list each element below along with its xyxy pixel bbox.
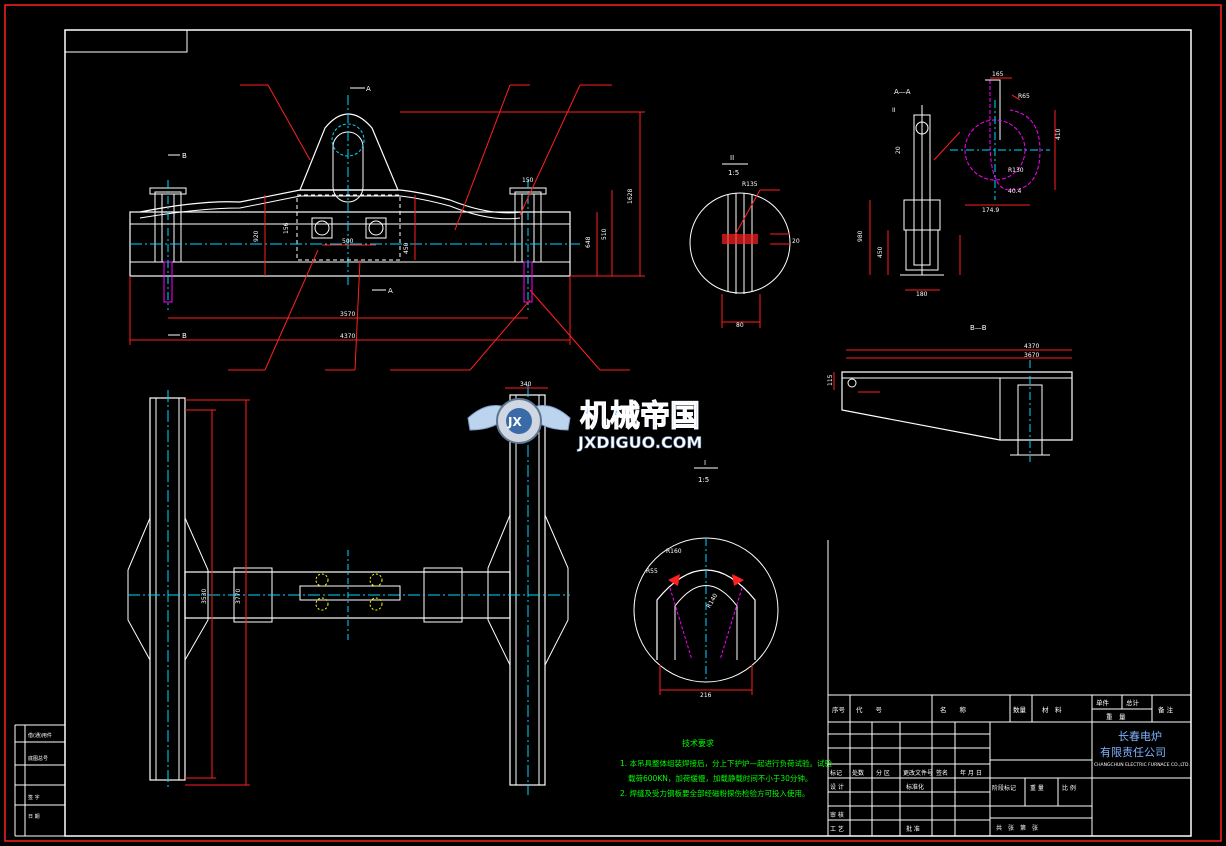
detail-i-scale: 1:5 (698, 476, 709, 484)
dim-156: 156 (283, 222, 290, 234)
drawing-frame (64, 29, 1192, 837)
tb-r-sheets: 共 张 第 张 (996, 824, 1038, 832)
dim-r135: R135 (742, 181, 758, 188)
tb-r-approve: 批 准 (906, 825, 920, 833)
logo-letters: JX (507, 415, 522, 429)
side-block: 借(通)用件 底图总号 签 字 日 期 (14, 724, 65, 837)
tb-r-process: 工 艺 (830, 825, 844, 833)
company-name-cn-1: 长春电炉 (1118, 730, 1162, 743)
corner-code-box (64, 29, 188, 53)
watermark-url: JXDIGUO.COM (577, 433, 702, 452)
dim-115: 115 (827, 374, 834, 386)
tb-r-count: 处数 (852, 769, 864, 777)
dim-r130: R130 (1008, 167, 1024, 174)
detail-ii-label: II (730, 154, 734, 162)
watermark-brand-cn: 机械帝国 (580, 399, 700, 434)
dim-aa-20: 20 (895, 146, 902, 154)
tb-r-standard: 标准化 (906, 783, 924, 791)
dim-165: 165 (992, 71, 1004, 78)
tb-h-weight: 重 量 (1106, 713, 1126, 721)
dim-920: 920 (253, 230, 260, 242)
section-mark-b-bottom: B (182, 332, 187, 340)
dim-aa-450: 450 (877, 246, 884, 258)
front-elevation-view: A A B B 3570 4370 1628 510 648 450 500 9… (129, 84, 645, 371)
dim-648: 648 (585, 236, 592, 248)
section-aa-view: A—A II 980 450 180 20 R65 R130 165 410 1… (857, 71, 1062, 298)
tb-h-total: 总计 (1126, 698, 1140, 707)
tb-h-qty: 数量 (1013, 705, 1027, 714)
tb-r-weight: 重 量 (1030, 784, 1044, 792)
title-block: 序号 代 号 名 称 数量 材 料 单件 总计 重 量 备 注 长春电炉 有限责… (827, 540, 1192, 837)
tb-h-single: 单件 (1096, 698, 1110, 707)
outer-border (4, 4, 1222, 842)
dim-80: 80 (736, 322, 744, 329)
tech-req-heading: 技术要求 (682, 738, 714, 748)
dim-450: 450 (403, 242, 410, 254)
dim-174: 174.9 (982, 207, 999, 214)
section-mark-a-bottom: A (388, 287, 393, 295)
tb-r-mark: 标记 (830, 769, 842, 777)
tb-h-code: 代 号 (856, 705, 883, 714)
section-aa-ii-mark: II (892, 107, 896, 114)
dim-980: 980 (857, 230, 864, 242)
tb-r-scale: 比 例 (1062, 784, 1076, 792)
tb-r-doc: 更改文件号 (903, 769, 933, 777)
tb-r-sign: 签名 (936, 769, 948, 777)
dim-r140: R140 (705, 592, 719, 609)
dim-3530: 3530 (201, 589, 208, 604)
detail-ii-view: II 1:5 R135 20 80 (689, 154, 800, 329)
tb-r-review: 审 核 (830, 811, 844, 819)
tb-r-stage: 阶段标记 (992, 784, 1016, 792)
detail-ii-scale: 1:5 (728, 169, 739, 177)
tb-h-material: 材 料 (1042, 705, 1062, 714)
plan-view: 3530 3770 340 (127, 381, 570, 795)
tech-req-line2: 载荷600KN，加荷缓慢，加载静载时间不小于30分钟。 (628, 773, 812, 783)
tb-r-design: 设 计 (830, 783, 844, 791)
side-row4: 日 期 (28, 814, 40, 820)
company-name-cn-2: 有限责任公司 (1100, 745, 1166, 759)
tb-r-zone: 分 区 (876, 769, 890, 777)
dim-3770: 3770 (235, 589, 242, 604)
dim-500: 500 (342, 238, 354, 245)
tb-h-note: 备 注 (1158, 705, 1174, 714)
dim-340: 340 (520, 381, 532, 388)
section-bb-label: B—B (970, 324, 987, 332)
tb-r-date: 年 月 日 (960, 769, 982, 777)
dim-3570: 3570 (340, 311, 355, 318)
dim-bb-4370: 4370 (1024, 343, 1039, 350)
dim-1628: 1628 (627, 189, 634, 204)
detail-i-view: I 1:5 R160 R55 R140 216 (633, 459, 779, 699)
section-aa-label: A—A (894, 88, 911, 96)
dim-4370: 4370 (340, 333, 355, 340)
dim-410: 410 (1055, 128, 1062, 140)
dim-510: 510 (601, 228, 608, 240)
dim-r160: R160 (666, 548, 682, 555)
tech-req-line3: 2. 焊缝及受力钢板要全部经磁粉探伤检验方可投入使用。 (620, 788, 810, 798)
company-name-en: CHANGCHUN ELECTRIC FURNACE CO.,LTD. (1094, 762, 1190, 768)
side-row2: 底图总号 (28, 755, 48, 762)
dim-r55: R55 (646, 568, 658, 575)
dim-150: 150 (522, 177, 534, 184)
section-mark-a-top: A (366, 85, 371, 93)
section-mark-b-top: B (182, 152, 187, 160)
dim-216: 216 (700, 692, 712, 699)
watermark-logo: JX 机械帝国 JXDIGUO.COM (467, 398, 703, 452)
section-bb-view: B—B 4370 3670 115 (827, 324, 1073, 462)
tech-requirements: 技术要求 1. 本吊具整体组装焊接后，分上下护炉—起进行负荷试验。试验 载荷60… (620, 738, 833, 798)
side-row1: 借(通)用件 (28, 732, 52, 739)
tb-h-name: 名 称 (940, 705, 967, 714)
tech-req-line1: 1. 本吊具整体组装焊接后，分上下护炉—起进行负荷试验。试验 (620, 758, 833, 768)
tb-h-seq: 序号 (832, 705, 846, 714)
dim-180: 180 (916, 291, 928, 298)
dim-40: 40.4 (1008, 188, 1022, 195)
detail-i-label: I (704, 459, 706, 467)
dim-bb-3670: 3670 (1024, 352, 1039, 359)
side-row3: 签 字 (28, 794, 40, 801)
dim-20: 20 (792, 238, 800, 245)
dim-r65: R65 (1018, 93, 1030, 100)
